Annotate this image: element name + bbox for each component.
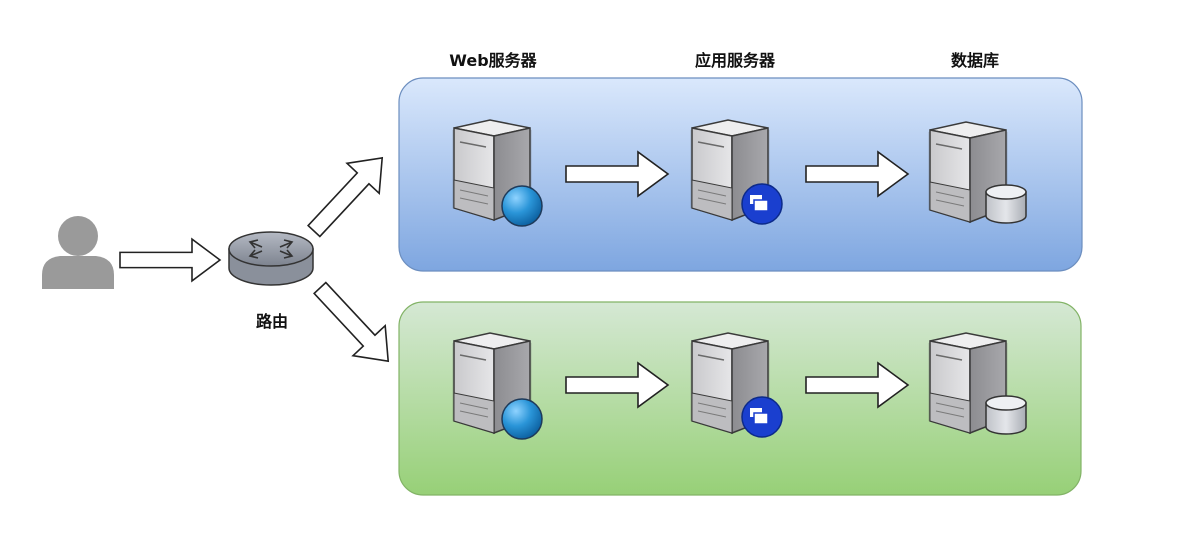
column-header-web-server: Web服务器 <box>449 51 537 70</box>
user-icon <box>42 216 114 289</box>
router-icon <box>228 231 314 286</box>
application-server-icon <box>689 119 783 225</box>
arrow-user-to-router <box>119 237 222 283</box>
application-server-icon <box>689 332 783 438</box>
router-label: 路由 <box>256 312 288 331</box>
database-server-icon <box>927 332 1027 435</box>
arrow-router-to-green-tier <box>313 281 390 363</box>
column-header-database: 数据库 <box>951 51 999 70</box>
column-header-app-server: 应用服务器 <box>695 51 776 70</box>
arrow-router-to-blue-tier <box>307 156 384 238</box>
web-server-icon <box>451 332 543 440</box>
database-server-icon <box>927 121 1027 224</box>
web-server-icon <box>451 119 543 227</box>
